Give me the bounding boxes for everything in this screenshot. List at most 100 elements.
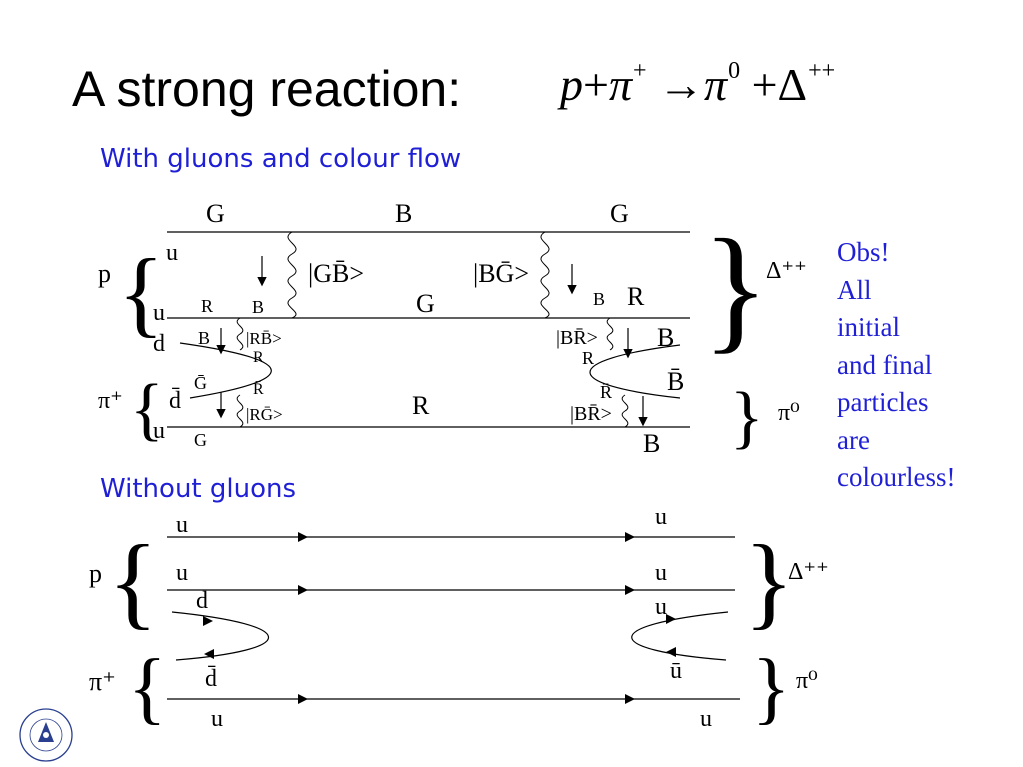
gluon-line-2	[540, 231, 550, 319]
plain-left-quark: d̄	[205, 666, 217, 692]
direction-arrow	[298, 585, 308, 595]
quark-label-dbar: d̄	[169, 388, 181, 414]
top-colour-left: G	[206, 199, 225, 228]
colour-label: R	[201, 296, 213, 316]
direction-arrow	[298, 694, 308, 704]
slide-title: A strong reaction:	[72, 61, 462, 117]
plain-curve-right	[631, 611, 729, 661]
plain-right-quark: u	[700, 706, 712, 732]
colour-label: B	[252, 297, 264, 317]
top-colour-middle: B	[395, 199, 412, 228]
gluon-label: |BR̄>	[556, 327, 598, 349]
note-line: colourless!	[837, 462, 956, 492]
plain-pi-zero-brace: }	[752, 644, 790, 732]
plain-left-quark: d	[196, 588, 208, 614]
annihilation-curve-right	[589, 344, 681, 399]
gluon-line-1	[287, 231, 297, 319]
pi-zero-brace: }	[730, 379, 764, 456]
gluon-line-5	[606, 317, 614, 351]
university-seal-icon	[19, 708, 73, 762]
plain-right-quark: u	[655, 594, 667, 620]
gluon-line-4	[236, 394, 244, 428]
note-line: are	[837, 424, 870, 455]
plain-left-quark: u	[211, 706, 223, 732]
quark-label-u-bottom: u	[153, 418, 165, 444]
direction-arrow	[625, 585, 635, 595]
plain-right-quark: ū	[670, 658, 682, 684]
note-line: particles	[837, 387, 929, 417]
proton-brace: {	[118, 239, 164, 346]
eq-delta-charge: ++	[808, 58, 836, 84]
note-line: initial	[837, 312, 900, 342]
plain-pi-zero-label: π⁰	[796, 668, 818, 694]
delta-brace: }	[702, 211, 769, 366]
quark-label-u-middle: u	[153, 300, 165, 326]
colour-label: R	[582, 348, 594, 368]
direction-arrow	[298, 532, 308, 542]
section-heading-no-gluons: Without gluons	[100, 474, 297, 504]
gluon-label: |RḠ>	[246, 405, 283, 424]
plain-proton-label: p	[89, 559, 102, 588]
gluon-label: |GB̄>	[308, 259, 364, 288]
colour-label: R̄	[600, 382, 612, 402]
plain-pion-label: π⁺	[89, 667, 116, 696]
plain-right-quark: u	[655, 560, 667, 586]
reaction-equation: p+π+ →π0 +Δ++	[560, 58, 835, 111]
direction-arrow	[666, 647, 676, 657]
colour-label: G	[194, 430, 207, 450]
note-line: and final	[837, 349, 933, 380]
pion-plus-brace: {	[130, 371, 164, 448]
direction-arrow	[204, 649, 214, 659]
eq-proton: p	[560, 59, 583, 110]
eq-plus-2: +	[751, 59, 778, 110]
colour-label: B	[657, 323, 674, 352]
colour-label: R	[253, 349, 264, 366]
plain-proton-brace: {	[108, 524, 158, 639]
colour-label: B	[198, 328, 210, 348]
gluon-label: |BḠ>	[473, 259, 529, 288]
note-line: All	[837, 274, 872, 305]
plain-delta-brace: }	[744, 524, 794, 639]
eq-delta: Δ	[777, 59, 808, 110]
quark-label-u-top: u	[166, 240, 178, 266]
direction-arrow	[625, 694, 635, 704]
plain-delta-label: Δ⁺⁺	[788, 559, 829, 585]
eq-arrow: →	[658, 59, 705, 110]
eq-pi-zero-charge: 0	[728, 58, 741, 84]
direction-arrow	[625, 532, 635, 542]
colour-label: B̄	[667, 367, 684, 396]
plain-pion-brace: {	[128, 644, 166, 732]
eq-pi-plus-charge: +	[633, 58, 647, 84]
gluon-line-6	[621, 394, 629, 428]
pi-zero-label: π⁰	[778, 400, 800, 426]
top-colour-right: G	[610, 199, 629, 228]
quark-label-d: d	[153, 331, 165, 357]
direction-arrow	[666, 614, 676, 624]
colourless-note: Obs! All initial and final particles are…	[837, 234, 1007, 497]
eq-plus-1: +	[583, 59, 609, 110]
gluon-line-3	[236, 317, 244, 351]
gluon-label: |RB̄>	[246, 329, 282, 348]
section-heading-gluons: With gluons and colour flow	[100, 144, 462, 174]
delta-label: Δ⁺⁺	[766, 258, 807, 284]
colour-label: R	[627, 282, 645, 311]
eq-pi-zero: π	[704, 59, 728, 110]
eq-pi-plus: π	[608, 59, 632, 110]
pion-plus-label: π⁺	[98, 388, 123, 414]
colour-label: B	[593, 289, 605, 309]
mid-colour-R: R	[412, 391, 430, 420]
plain-left-quark: u	[176, 560, 188, 586]
plain-curve-left	[171, 611, 269, 661]
gluon-label: |BR̄>	[570, 403, 612, 425]
note-line: Obs!	[837, 237, 890, 267]
colour-label: Ḡ	[194, 373, 207, 393]
direction-arrow	[203, 616, 213, 626]
colour-label: R̄	[253, 381, 264, 398]
mid-colour-G: G	[416, 289, 435, 318]
plain-left-quark: u	[176, 512, 188, 538]
proton-label: p	[98, 259, 111, 288]
plain-right-quark: u	[655, 504, 667, 530]
colour-label: B	[643, 429, 660, 458]
